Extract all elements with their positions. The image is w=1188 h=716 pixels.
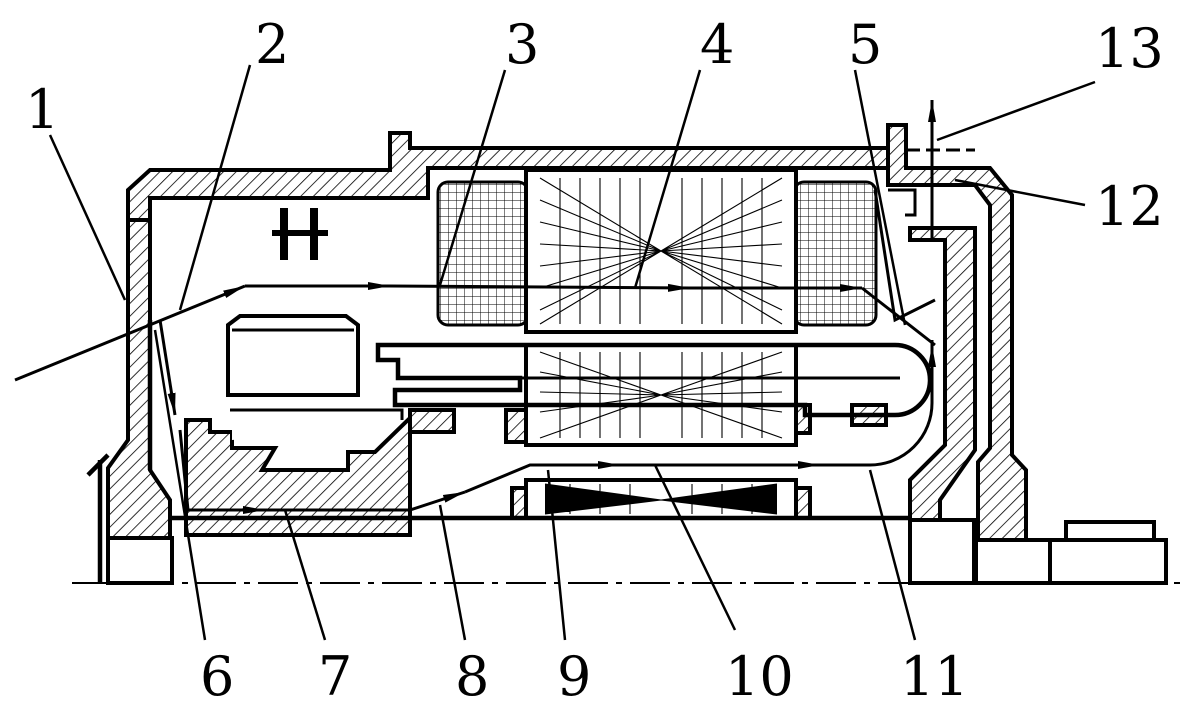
label-6: 6 xyxy=(200,645,234,708)
label-8: 8 xyxy=(455,645,489,708)
label-2: 2 xyxy=(255,13,289,76)
label-13: 13 xyxy=(1095,17,1164,80)
label-12: 12 xyxy=(1095,175,1164,238)
label-11: 11 xyxy=(900,645,969,708)
junction-box xyxy=(226,314,360,397)
frame-housing xyxy=(86,131,890,585)
terminal-symbol xyxy=(272,208,328,260)
end-ring-left xyxy=(408,408,456,434)
label-5: 5 xyxy=(848,13,882,76)
label-7: 7 xyxy=(318,645,352,708)
label-1: 1 xyxy=(25,78,59,141)
label-3: 3 xyxy=(505,13,539,76)
stator-core xyxy=(524,168,798,334)
stator-winding-right xyxy=(792,180,878,327)
rotor-duct xyxy=(375,342,933,418)
fan-hub xyxy=(184,413,412,537)
leader-lines xyxy=(48,64,1096,641)
label-9: 9 xyxy=(557,645,591,708)
label-4: 4 xyxy=(700,13,734,76)
label-10: 10 xyxy=(725,645,794,708)
stator-winding-left xyxy=(436,180,530,327)
rotor-core xyxy=(524,343,798,520)
airflow-paths xyxy=(14,100,936,514)
